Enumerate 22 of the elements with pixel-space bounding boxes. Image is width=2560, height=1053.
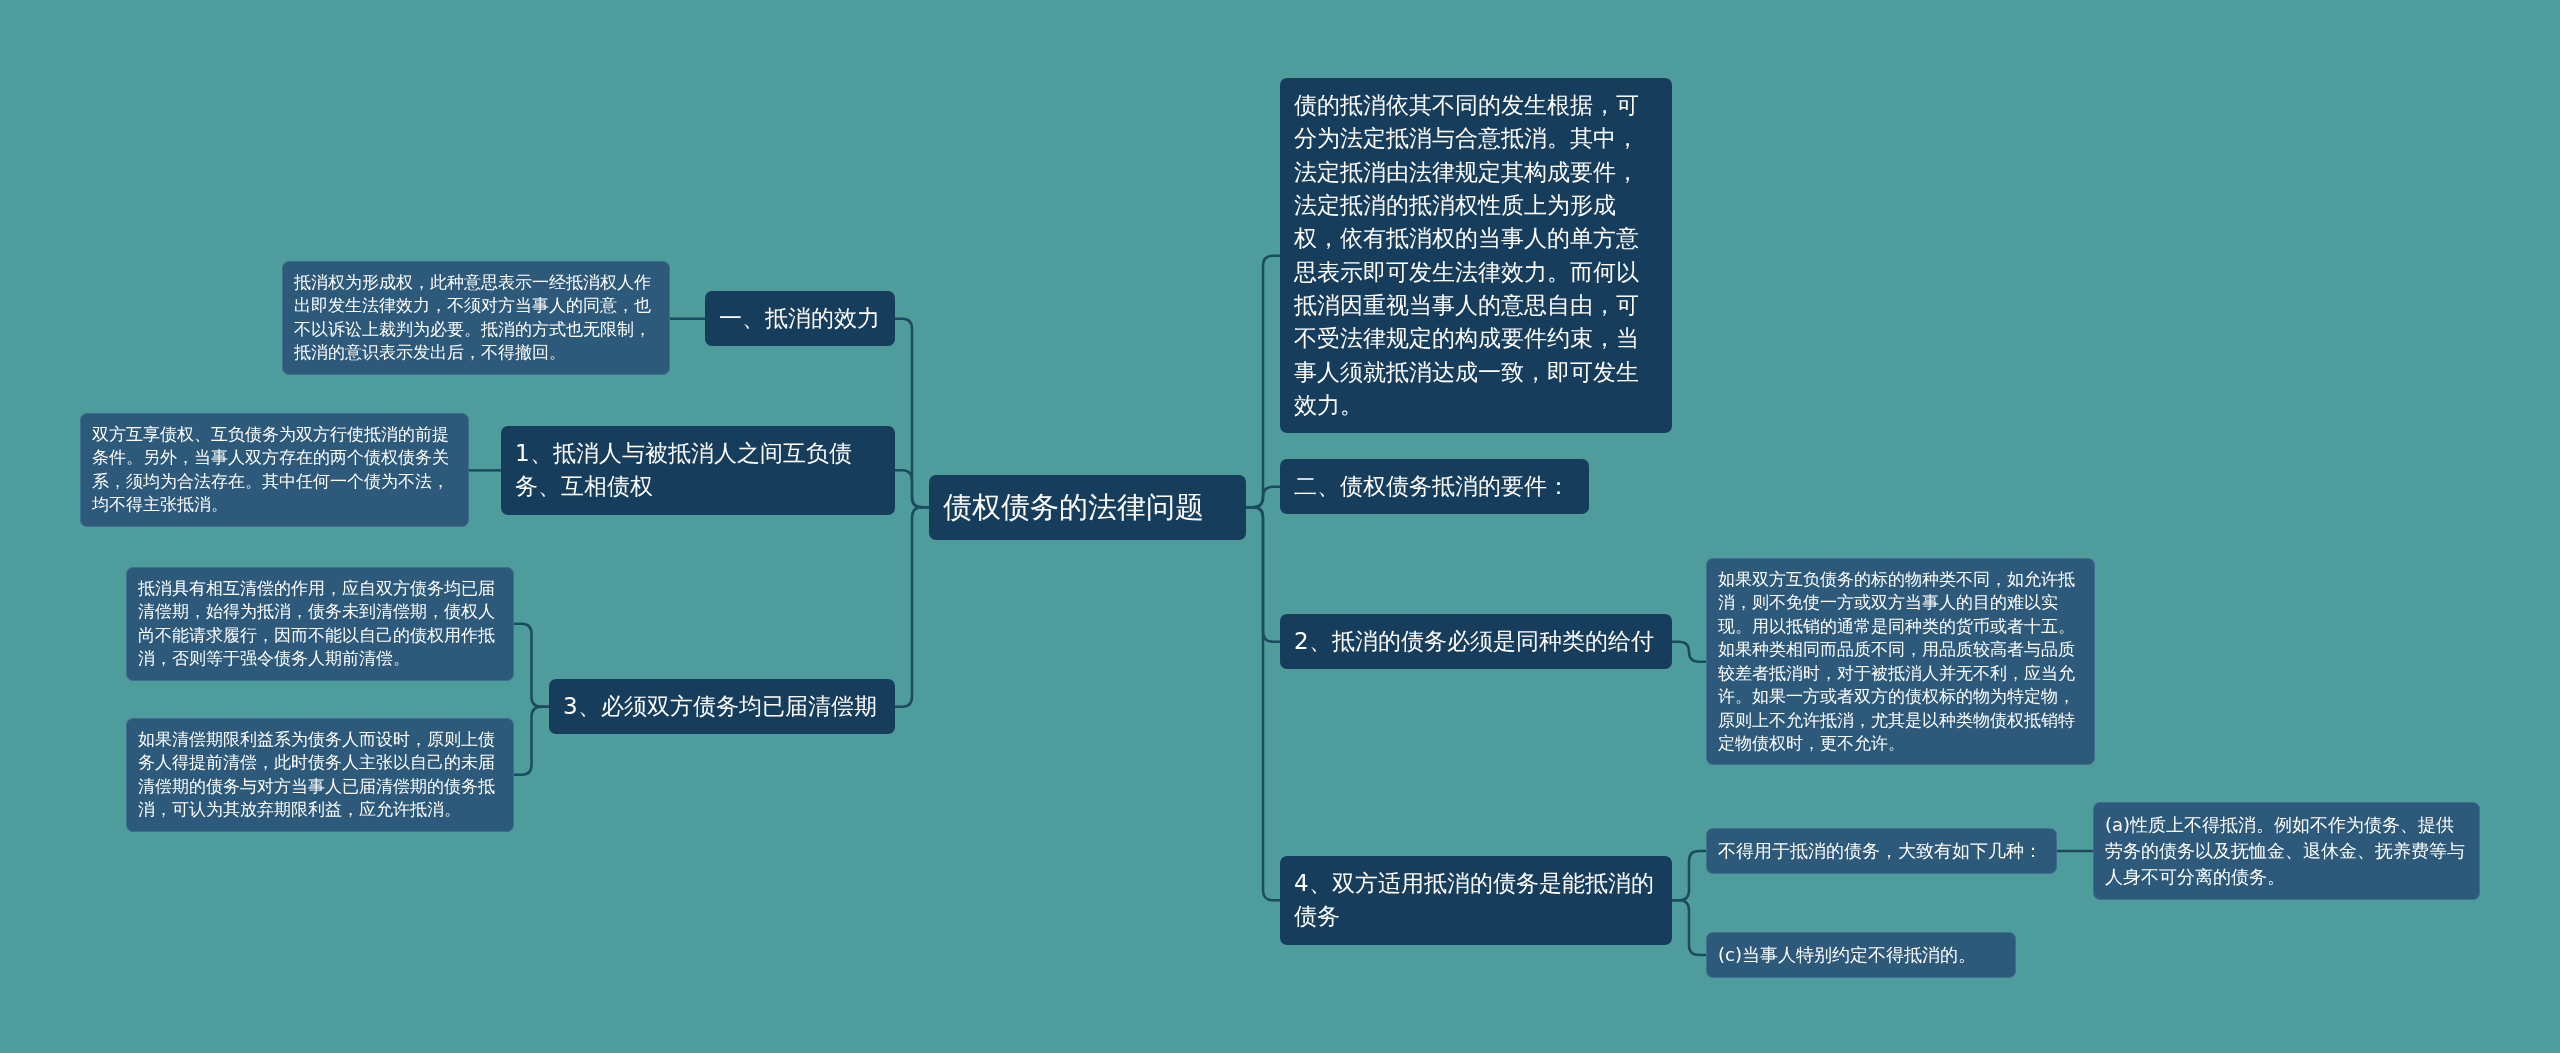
connector-line <box>469 469 501 472</box>
connector-line <box>1246 506 1280 902</box>
connector-line <box>514 705 549 777</box>
topic-box: 4、双方适用抵消的债务是能抵消的债务 <box>1280 856 1672 945</box>
connector-line <box>1672 640 1706 663</box>
topic-box: 债的抵消依其不同的发生根据，可分为法定抵消与合意抵消。其中，法定抵消由法律规定其构成要件，法定抵消的抵消权性质上为形成权，依有抵消权的当事人的单方意思表示即可发生法律效力。而何以抵消因重视当事人的意思自由，可不受法律规定的构成要件约束，当事人须就抵消达成一致，即可发生效力。 <box>1280 78 1672 434</box>
note-box: 抵消具有相互清偿的作用，应自双方债务均已届清偿期，始得为抵消，债务未到清偿期，债权人尚不能请求履行，因而不能以自己的债权用作抵消，否则等于强令债务人期前清偿。 <box>126 567 514 681</box>
topic-box: 二、债权债务抵消的要件： <box>1280 459 1589 515</box>
topic-box: 3、必须双方债务均已届清偿期 <box>549 679 895 735</box>
central-topic: 债权债务的法律问题 <box>929 475 1246 540</box>
note-box: 抵消权为形成权，此种意思表示一经抵消权人作出即发生法律效力，不须对方当事人的同意，也不以诉讼上裁判为必要。抵消的方式也无限制，抵消的意识表示发出后，不得撤回。 <box>282 261 670 375</box>
connector-line <box>2057 849 2093 853</box>
note-box: 如果清偿期限利益系为债务人而设时，原则上债务人得提前清偿，此时债务人主张以自己的未届清偿期的债务与对方当事人已届清偿期的债务抵消，可认为其放弃期限利益，应允许抵消。 <box>126 718 514 832</box>
note-box: 如果双方互负债务的标的物种类不同，如允许抵消，则不免使一方或双方当事人的目的难以实现。用以抵销的通常是同种类的货币或者十五。如果种类相同而品质不同，用品质较高者与品质较差者抵消时，对于被抵消人并无不利，应当允许。如果一方或者双方的债权标的物为特定物，原则上不允许抵消，尤其是以种类物债权抵销特定物债权时，更不允许。 <box>1706 558 2095 766</box>
note-box: 双方互享债权、互负债务为双方行使抵消的前提条件。另外，当事人双方存在的两个债权债务关系，须均为合法存在。其中任何一个债为不法，均不得主张抵消。 <box>80 413 469 527</box>
note-box: (c)当事人特别约定不得抵消的。 <box>1706 932 2016 979</box>
connector-line <box>670 317 705 320</box>
note-box: 不得用于抵消的债务，大致有如下几种： <box>1706 828 2057 875</box>
note-box: (a)性质上不得抵消。例如不作为债务、提供劳务的债务以及抚恤金、退休金、抚养费等与人身不可分离的债务。 <box>2093 802 2480 901</box>
topic-box: 2、抵消的债务必须是同种类的给付 <box>1280 614 1672 670</box>
topic-box: 1、抵消人与被抵消人之间互负债务、互相债权 <box>501 426 895 515</box>
topic-box: 一、抵消的效力 <box>705 291 895 347</box>
